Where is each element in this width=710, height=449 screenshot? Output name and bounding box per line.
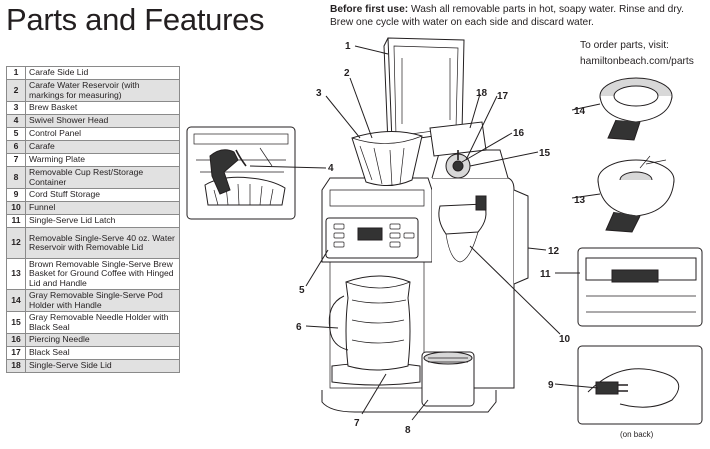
- part-label: Carafe: [25, 140, 180, 154]
- callout-18: 18: [476, 88, 488, 99]
- callout-12: 12: [548, 246, 560, 257]
- lid-latch-detail: [577, 247, 703, 327]
- order-parts-url: hamiltonbeach.com/parts: [580, 56, 694, 67]
- callout-5: 5: [299, 285, 305, 296]
- part-label: Removable Cup Rest/Storage Container: [25, 166, 180, 189]
- part-label: Swivel Shower Head: [25, 114, 180, 128]
- part-number: 10: [6, 201, 26, 215]
- before-first-use-note: Before first use: Wash all removable par…: [330, 3, 705, 29]
- ground-coffee-basket-detail: [597, 155, 675, 233]
- callout-6: 6: [296, 322, 302, 333]
- callout-8: 8: [405, 425, 411, 436]
- pod-holder-detail: [599, 77, 673, 141]
- callout-14: 14: [574, 106, 586, 117]
- part-label: Carafe Water Reservoir (with markings fo…: [25, 79, 180, 102]
- part-label: Single-Serve Side Lid: [25, 359, 180, 373]
- callout-13: 13: [574, 195, 586, 206]
- on-back-note: (on back): [620, 430, 654, 439]
- callout-16: 16: [513, 128, 525, 139]
- cord-storage-detail: [577, 345, 703, 425]
- callout-3: 3: [316, 88, 322, 99]
- callout-4: 4: [328, 163, 334, 174]
- part-label: Brown Removable Single-Serve Brew Basket…: [25, 258, 180, 290]
- part-label: Gray Removable Single-Serve Pod Holder w…: [25, 289, 180, 312]
- callout-9: 9: [548, 380, 554, 391]
- callout-10: 10: [559, 334, 571, 345]
- part-number: 12: [6, 227, 26, 259]
- callout-15: 15: [539, 148, 551, 159]
- before-first-use-text: Wash all removable parts in hot, soapy w…: [330, 4, 684, 28]
- order-parts-info: To order parts, visit: hamiltonbeach.com…: [580, 38, 694, 70]
- coffee-maker-body: [321, 121, 529, 413]
- callout-11: 11: [540, 269, 551, 280]
- leader-lines: [249, 45, 601, 421]
- callout-2: 2: [344, 68, 350, 79]
- part-label: Removable Single-Serve 40 oz. Water Rese…: [25, 227, 180, 259]
- part-label: Funnel: [25, 201, 180, 215]
- callout-7: 7: [354, 418, 360, 429]
- callout-1: 1: [345, 41, 351, 52]
- shower-head-detail: [186, 126, 296, 220]
- before-first-use-label: Before first use:: [330, 4, 409, 15]
- callout-17: 17: [497, 91, 509, 102]
- page-title: Parts and Features: [6, 2, 265, 37]
- callout-numbers: 1 2 3 4 5 6 7 8 9 10 11 12 13 14 15 16 1…: [296, 41, 586, 436]
- order-parts-line1: To order parts, visit:: [580, 40, 669, 51]
